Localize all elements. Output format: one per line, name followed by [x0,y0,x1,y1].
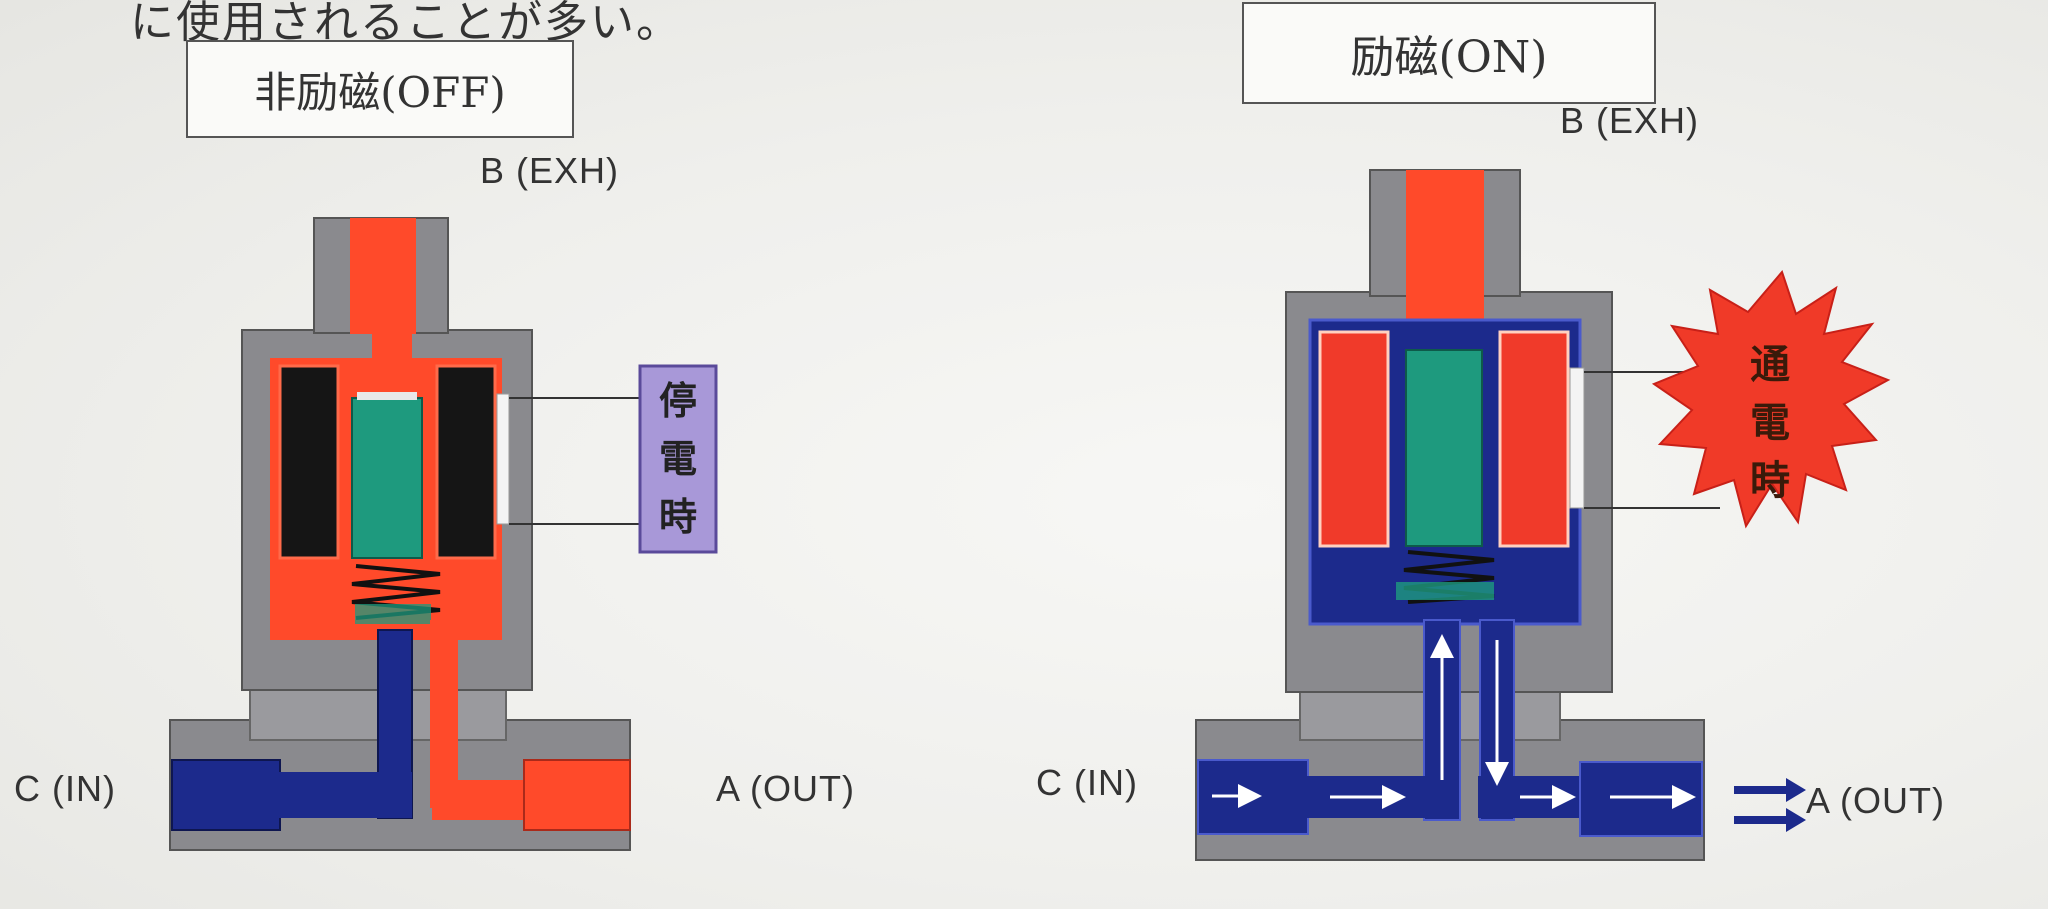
state-label-off: 非励磁(OFF) [186,40,574,138]
badge-off-char-1: 停 [659,379,697,423]
plunger-off [351,397,423,559]
coil-right-off [435,364,497,560]
badge-off-char-2: 電 [659,437,697,481]
port-b-label-on: B (EXH) [1560,100,1700,141]
valve-on [1195,169,1720,861]
spring-off [351,564,441,620]
badge-on-char-1: 通 [1750,342,1790,388]
port-a-label-on: A (OUT) [1806,780,1945,821]
valve-off [169,217,640,851]
badge-off [638,364,718,554]
badge-on-char-2: 電 [1750,400,1790,446]
coil-left-off [278,364,340,560]
port-c-label-off: C (IN) [14,768,116,809]
port-a-label-off: A (OUT) [716,768,855,809]
port-b-label-off: B (EXH) [480,150,620,191]
coil-right-on [1498,330,1570,548]
coil-left-on [1318,330,1390,548]
port-c-label-on: C (IN) [1036,762,1138,803]
badge-on-burst [1651,270,1891,529]
outlet-arrows-on [1734,778,1806,832]
state-label-on: 励磁(ON) [1242,2,1656,104]
badge-off-char-3: 時 [659,495,697,539]
plunger-on [1405,349,1483,547]
badge-on-char-3: 時 [1750,458,1790,504]
